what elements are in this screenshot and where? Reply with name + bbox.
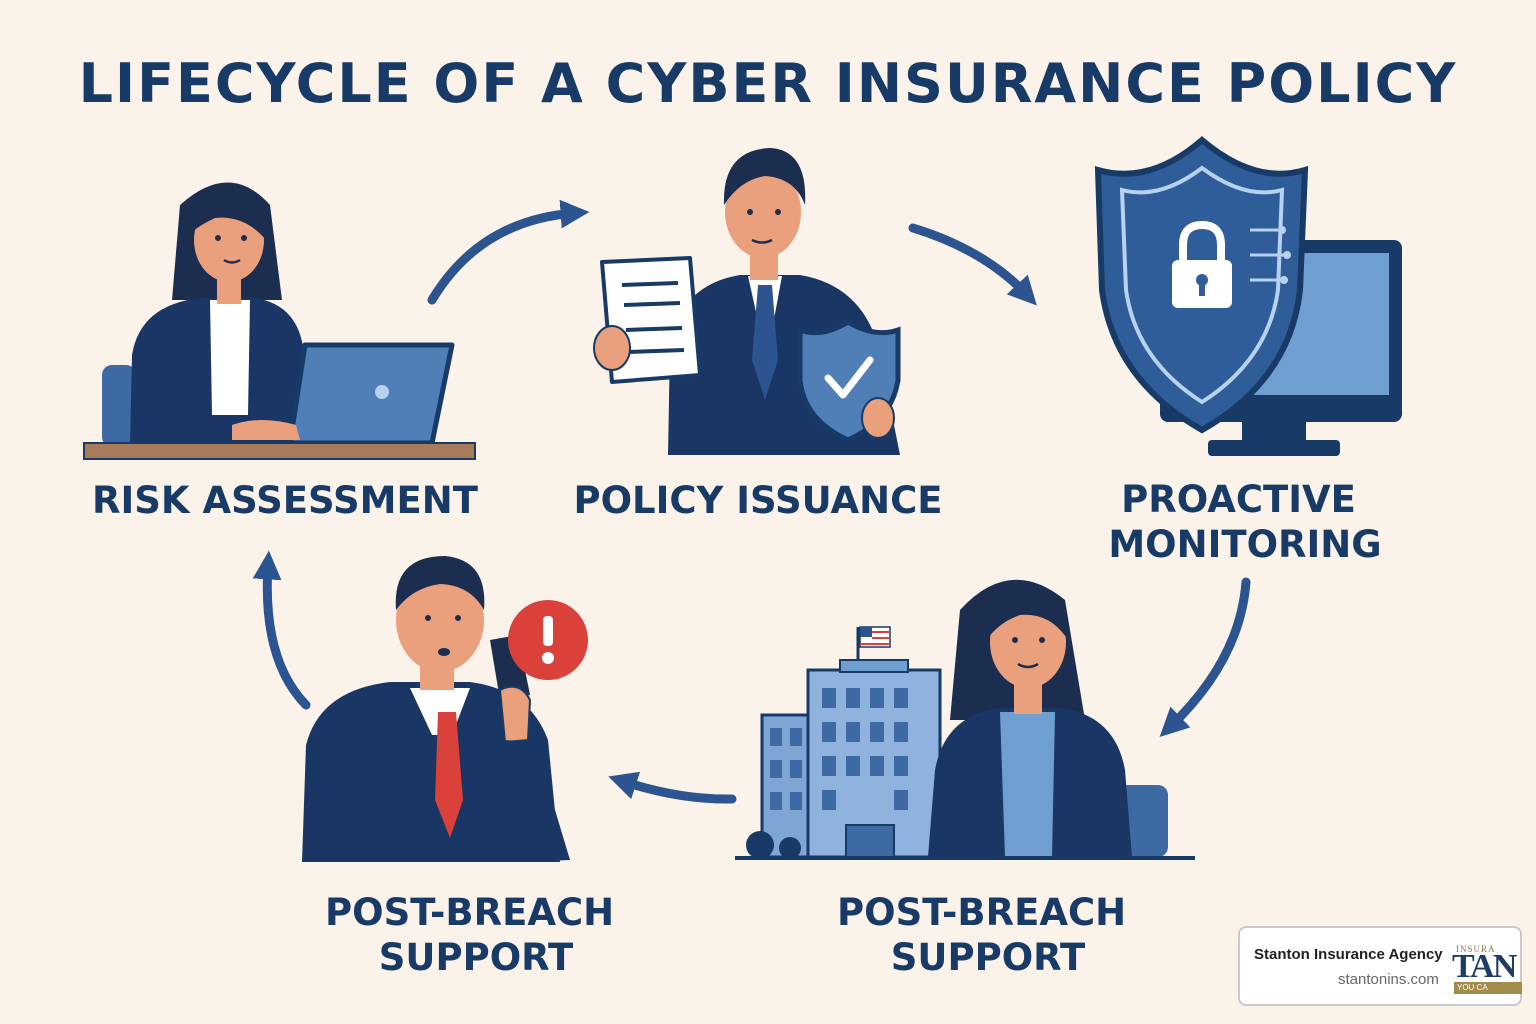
woman-building-icon [735, 579, 1195, 860]
agency-name: Stanton Insurance Agency [1254, 946, 1443, 963]
agency-logo: INSURA TAN YOU CA [1452, 942, 1522, 994]
step-label-policy: POLICY ISSUANCE [573, 479, 942, 522]
step-label-risk: RISK ASSESSMENT [92, 479, 479, 522]
agency-url[interactable]: stantonins.com [1338, 971, 1439, 988]
woman-laptop-icon [83, 182, 476, 460]
man-policy-shield-icon [593, 148, 901, 455]
shield-monitor-icon [1094, 136, 1402, 456]
arrow-support-to-risk [252, 550, 311, 710]
arrow-monitoring-to-support [1159, 577, 1251, 737]
logo-bar-text: YOU CA [1454, 982, 1522, 994]
agency-badge[interactable]: Stanton Insurance Agency stantonins.com … [1238, 926, 1522, 1006]
arrow-support-to-support [608, 771, 737, 804]
step-label-support-right: POST-BREACH SUPPORT [837, 891, 1139, 979]
logo-main-text: TAN [1452, 948, 1517, 985]
man-phone-alert-icon [302, 556, 588, 862]
arrow-risk-to-policy [427, 199, 590, 305]
step-label-monitoring: PROACTIVE MONITORING [1108, 478, 1381, 566]
arrow-policy-to-monitoring [908, 223, 1037, 306]
logo-top-text: INSURA [1456, 944, 1496, 954]
step-label-support-left: POST-BREACH SUPPORT [325, 891, 627, 979]
page-title: LIFECYCLE OF A CYBER INSURANCE POLICY [78, 52, 1458, 115]
